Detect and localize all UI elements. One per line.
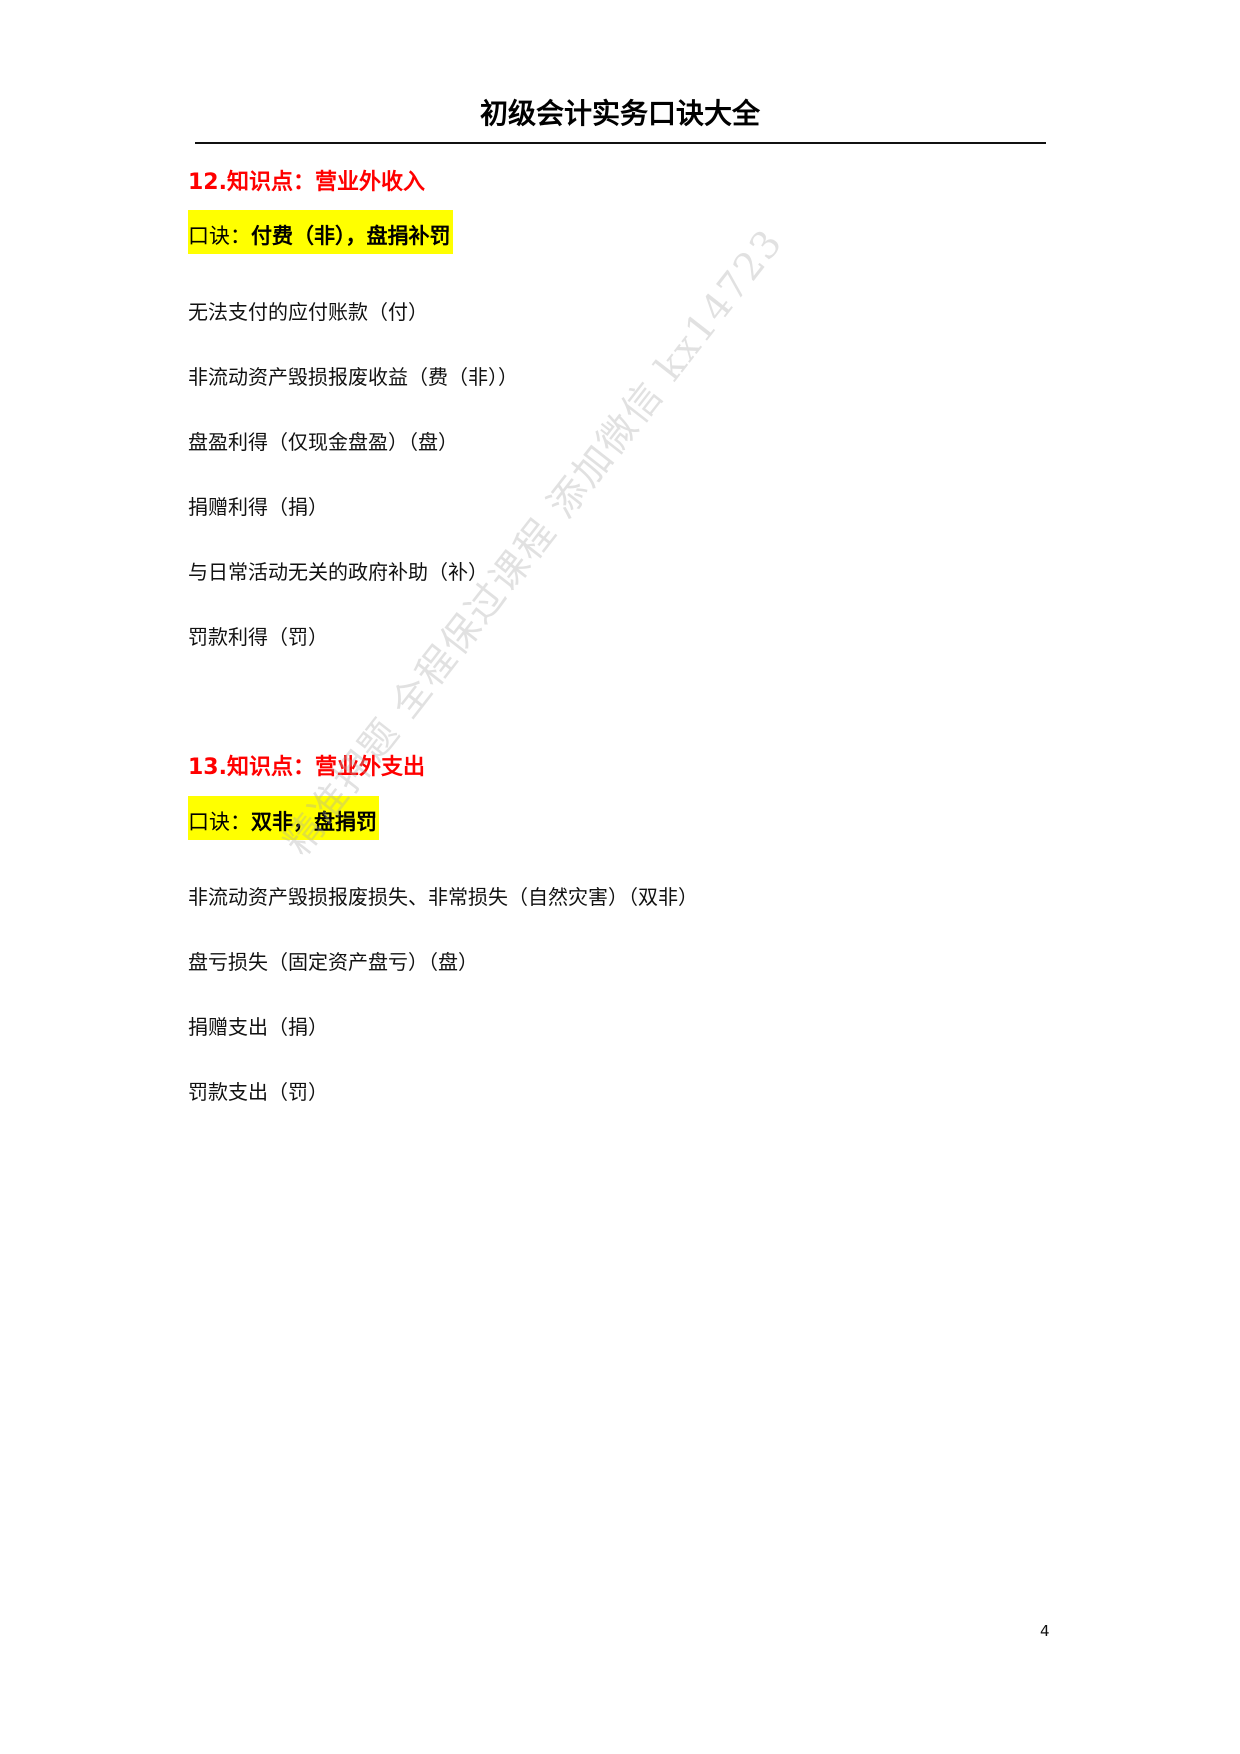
list-item: 与日常活动无关的政府补助（补） <box>188 560 488 584</box>
list-item: 捐赠支出（捐） <box>188 1015 328 1039</box>
list-item: 罚款支出（罚） <box>188 1080 328 1104</box>
header-divider <box>195 142 1046 144</box>
list-item: 盘亏损失（固定资产盘亏）（盘） <box>188 950 478 974</box>
section-heading: 12.知识点：营业外收入 <box>188 170 425 195</box>
list-item: 盘盈利得（仅现金盘盈）（盘） <box>188 430 458 454</box>
list-item: 非流动资产毁损报废损失、非常损失（自然灾害）（双非） <box>188 885 698 909</box>
page-number: 4 <box>1040 1622 1050 1640</box>
list-item: 罚款利得（罚） <box>188 625 328 649</box>
section-heading: 13.知识点：营业外支出 <box>188 755 425 780</box>
list-item: 捐赠利得（捐） <box>188 495 328 519</box>
mnemonic-highlight: 口诀：付费（非），盘捐补罚 <box>188 210 453 254</box>
list-item: 非流动资产毁损报废收益（费（非）） <box>188 365 518 389</box>
list-item: 无法支付的应付账款（付） <box>188 300 428 324</box>
mnemonic-highlight: 口诀：双非，盘捐罚 <box>188 796 379 840</box>
page-title: 初级会计实务口诀大全 <box>479 97 760 130</box>
mnemonic-value: 付费（非），盘捐补罚 <box>251 224 451 248</box>
mnemonic-label: 口诀： <box>188 224 251 248</box>
page-header: 初级会计实务口诀大全 <box>0 96 1240 132</box>
mnemonic-value: 双非，盘捐罚 <box>251 810 377 834</box>
mnemonic-label: 口诀： <box>188 810 251 834</box>
